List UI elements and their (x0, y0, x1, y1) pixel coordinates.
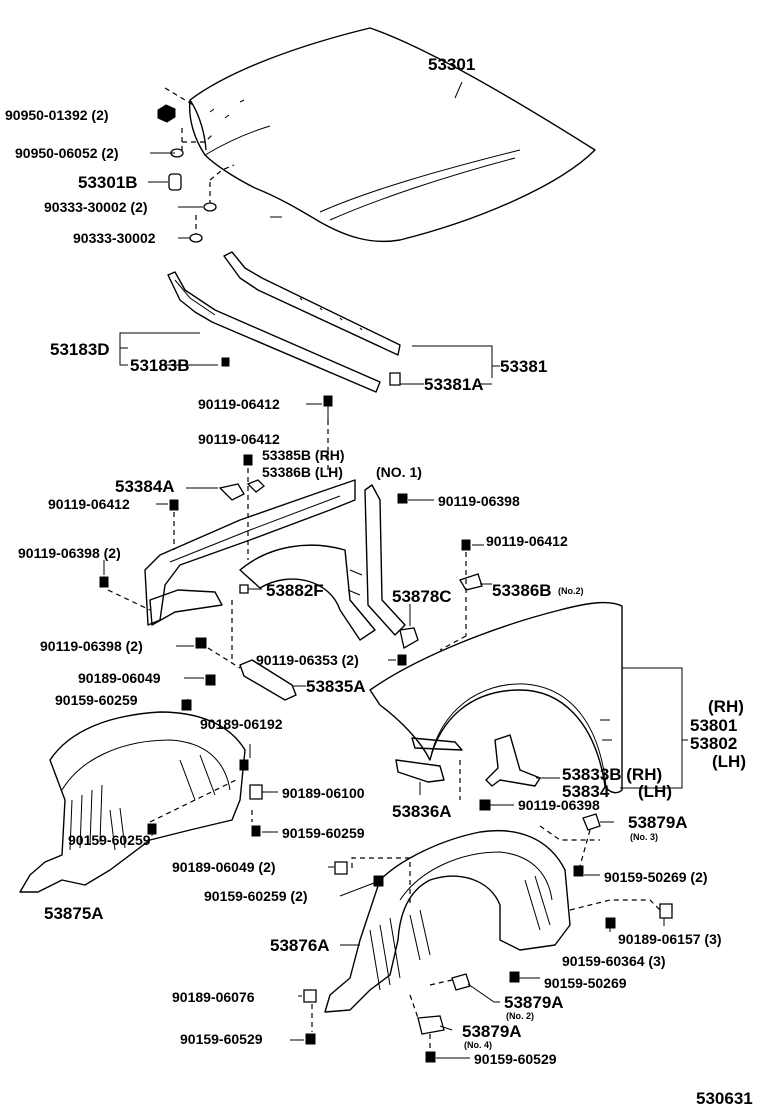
label-bracket-no2-tag: (No.2) (558, 586, 584, 596)
label-bolt-top: 90119-06412 (198, 396, 280, 412)
label-bracket-834: 53834 (562, 782, 610, 801)
label-bracket-no2: 53386B (492, 581, 552, 600)
label-clip-879a-tag: (No. 3) (630, 832, 658, 842)
label-hood-plug-b: 90333-30002 (73, 230, 156, 246)
label-bracket-384a: 53384A (115, 477, 175, 496)
liner-right-leaders (290, 821, 665, 1059)
hood-seal-rear (223, 251, 401, 356)
label-bolt-398-b: 90119-06398 (518, 797, 600, 813)
label-hood: 53301 (428, 55, 475, 74)
label-bolt-left: 90119-06412 (48, 496, 130, 512)
label-bolt-398-2: 90119-06398 (2) (40, 638, 143, 654)
label-screw-259: 90159-60259 (55, 692, 138, 708)
label-screw-529: 90159-60529 (180, 1031, 263, 1047)
label-liner-878c: 53878C (392, 587, 452, 606)
label-clip-192: 90189-06192 (200, 716, 283, 732)
label-bracket-834-lh: (LH) (638, 782, 672, 801)
liner-left-leaders (149, 744, 278, 836)
label-clip-879a-2: 53879A (504, 993, 564, 1012)
label-screw-364-3: 90159-60364 (3) (562, 953, 666, 969)
label-seal: 53183B (130, 356, 190, 375)
fender-right-leaders (439, 544, 688, 789)
hood-leader (454, 81, 463, 99)
label-liner-882f: 53882F (266, 581, 324, 600)
label-bracket-rh: 53385B (RH) (262, 447, 344, 463)
label-screw-259-b: 90159-60259 (68, 832, 151, 848)
label-screw-259-2: 90159-60259 (2) (204, 888, 308, 904)
clip-53878c (388, 604, 419, 666)
label-bolt-right-2: 90119-06412 (486, 533, 568, 549)
label-hood-cushion: 53301B (78, 173, 138, 192)
part-labels: 53301 90950-01392 (2) 90950-06052 (2) 53… (5, 55, 753, 1108)
label-screw-269-2: 90159-50269 (2) (604, 869, 708, 885)
label-seal-set: 53183D (50, 340, 110, 359)
label-clip-879a-4-tag: (No. 4) (464, 1040, 492, 1050)
label-clip-076: 90189-06076 (172, 989, 255, 1005)
hood-hardware (157, 104, 217, 243)
label-hood-grommet: 90950-06052 (2) (15, 145, 119, 161)
label-screw-529-b: 90159-60529 (474, 1051, 557, 1067)
label-figure-code: 530631 (696, 1089, 753, 1108)
label-clip-879a-2-tag: (No. 2) (506, 1011, 534, 1021)
label-bracket-836a: 53836A (392, 802, 452, 821)
label-bolt-left-2: 90119-06398 (2) (18, 545, 121, 561)
label-bracket-835a: 53835A (306, 677, 366, 696)
label-bolt-a: 90119-06412 (198, 431, 280, 447)
liner-left-hardware (147, 759, 263, 837)
seal-bracket-lines (119, 332, 500, 386)
bracket-53833b-53834 (459, 734, 560, 811)
label-clip-879a-4: 53879A (462, 1022, 522, 1041)
fender-hardware-top (99, 395, 408, 711)
label-fender-801: 53801 (690, 716, 737, 735)
fender-left-leaders (103, 403, 434, 704)
bracket-53836a (395, 737, 463, 795)
label-bracket-lh: 53386B (LH) (262, 464, 343, 480)
label-bolt-353-2: 90119-06353 (2) (256, 652, 359, 668)
bracket-53835a (239, 659, 306, 701)
label-screw-269: 90159-50269 (544, 975, 627, 991)
liner-right-hardware (303, 813, 673, 1063)
label-liner-876a: 53876A (270, 936, 330, 955)
label-bracket-no1: (NO. 1) (376, 464, 422, 480)
label-screw-259-c: 90159-60259 (282, 825, 365, 841)
label-bracket-833b: 53833B (RH) (562, 765, 662, 784)
label-clip-879a: 53879A (628, 813, 688, 832)
label-clip-049-2: 90189-06049 (2) (172, 859, 276, 875)
label-rear-seal-clip: 53381A (424, 375, 484, 394)
fender-liner-53875a (19, 711, 246, 893)
fender-apron-left (144, 479, 406, 641)
fender-right-panel (369, 539, 623, 794)
label-hood-plug-a: 90333-30002 (2) (44, 199, 148, 215)
hood-seal-front (167, 271, 381, 393)
label-fender-rh: (RH) (708, 697, 744, 716)
label-rear-seal: 53381 (500, 357, 547, 376)
label-fender-802: 53802 (690, 734, 737, 753)
fender-liner-53876a (324, 829, 571, 1013)
label-fender-lh: (LH) (712, 752, 746, 771)
label-hood-nut: 90950-01392 (2) (5, 107, 109, 123)
label-liner-875a: 53875A (44, 904, 104, 923)
label-clip-049: 90189-06049 (78, 670, 161, 686)
label-clip-157-3: 90189-06157 (3) (618, 931, 722, 947)
label-clip-100: 90189-06100 (282, 785, 365, 801)
hood-panel (188, 27, 596, 243)
hood-hardware-leaders (148, 87, 282, 239)
label-bolt-right: 90119-06398 (438, 493, 520, 509)
